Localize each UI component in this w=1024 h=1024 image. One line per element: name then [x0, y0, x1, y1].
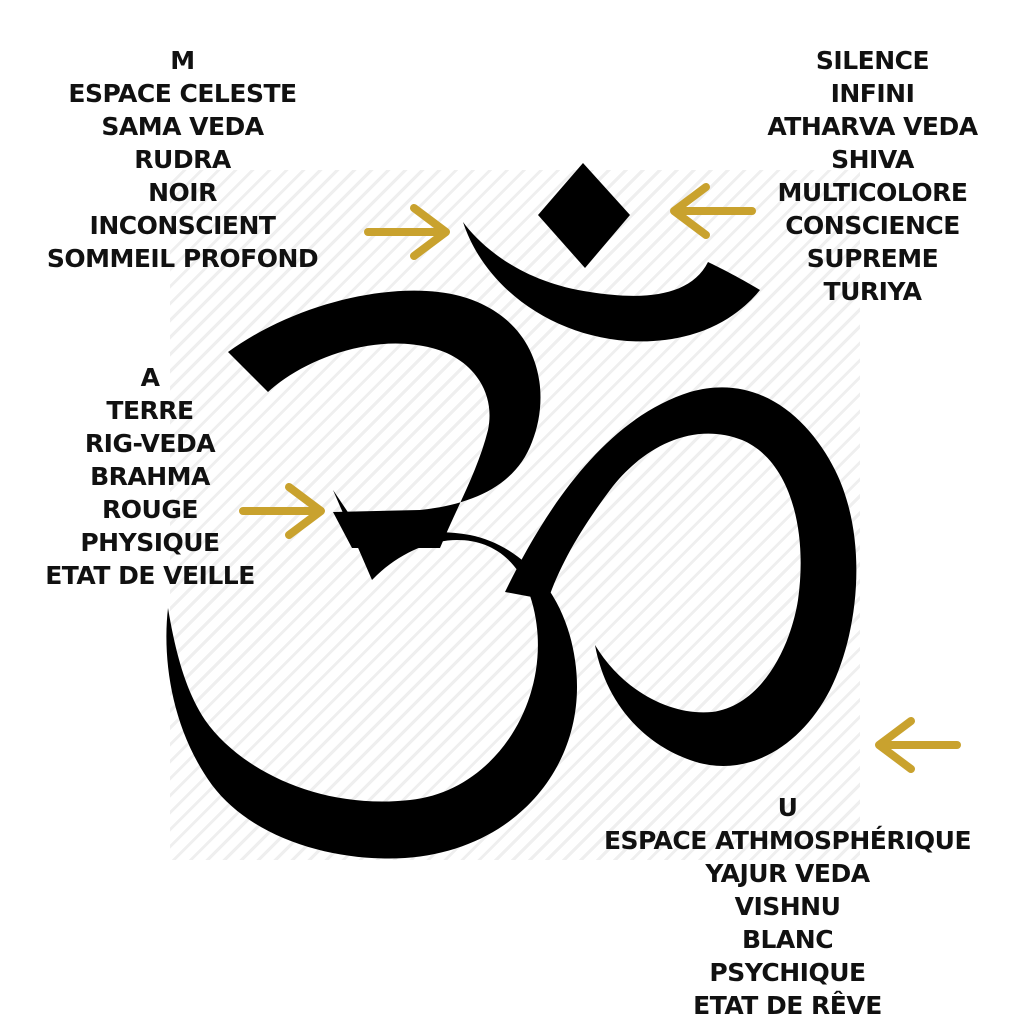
label-line: SUPREME — [806, 244, 939, 273]
label-line: INFINI — [830, 79, 915, 108]
label-line: ATHARVA VEDA — [767, 112, 978, 141]
label-line: U — [777, 793, 798, 822]
label-line: NOIR — [148, 178, 217, 207]
label-line: A — [140, 363, 160, 392]
om-dot — [538, 163, 630, 268]
label-line: BLANC — [741, 925, 834, 954]
label-a: A TERRE RIG-VEDA BRAHMA ROUGE PHYSIQUE E… — [20, 361, 280, 592]
label-line: SILENCE — [815, 46, 930, 75]
label-line: YAJUR VEDA — [705, 859, 870, 888]
arrow-icon — [670, 183, 756, 239]
label-line: TERRE — [106, 396, 194, 425]
label-line: RUDRA — [134, 145, 231, 174]
label-line: VISHNU — [734, 892, 841, 921]
label-line: CONSCIENCE — [785, 211, 960, 240]
label-silence: SILENCE INFINI ATHARVA VEDA SHIVA MULTIC… — [740, 44, 1005, 308]
label-line: MULTICOLORE — [777, 178, 968, 207]
om-crescent — [463, 222, 760, 342]
label-line: ETAT DE VEILLE — [45, 561, 255, 590]
label-line: ESPACE ATHMOSPHÉRIQUE — [603, 826, 972, 855]
label-m: M ESPACE CELESTE SAMA VEDA RUDRA NOIR IN… — [30, 44, 335, 275]
label-line: PSYCHIQUE — [709, 958, 866, 987]
label-line: RIG-VEDA — [84, 429, 216, 458]
label-line: M — [170, 46, 195, 75]
label-line: SOMMEIL PROFOND — [46, 244, 319, 273]
label-u: U ESPACE ATHMOSPHÉRIQUE YAJUR VEDA VISHN… — [585, 791, 990, 1022]
arrow-icon — [875, 717, 961, 773]
arrow-icon — [239, 483, 325, 539]
arrow-icon — [364, 204, 450, 260]
label-line: BRAHMA — [90, 462, 210, 491]
label-line: INCONSCIENT — [89, 211, 276, 240]
om-lower-curve — [166, 490, 578, 859]
label-line: PHYSIQUE — [80, 528, 220, 557]
label-line: ROUGE — [102, 495, 198, 524]
label-line: SAMA VEDA — [101, 112, 264, 141]
label-line: ESPACE CELESTE — [68, 79, 297, 108]
label-line: ETAT DE RÊVE — [693, 991, 882, 1020]
label-line: SHIVA — [831, 145, 914, 174]
label-line: TURIYA — [823, 277, 922, 306]
om-upper-curve — [228, 290, 541, 548]
om-tail — [505, 387, 857, 766]
